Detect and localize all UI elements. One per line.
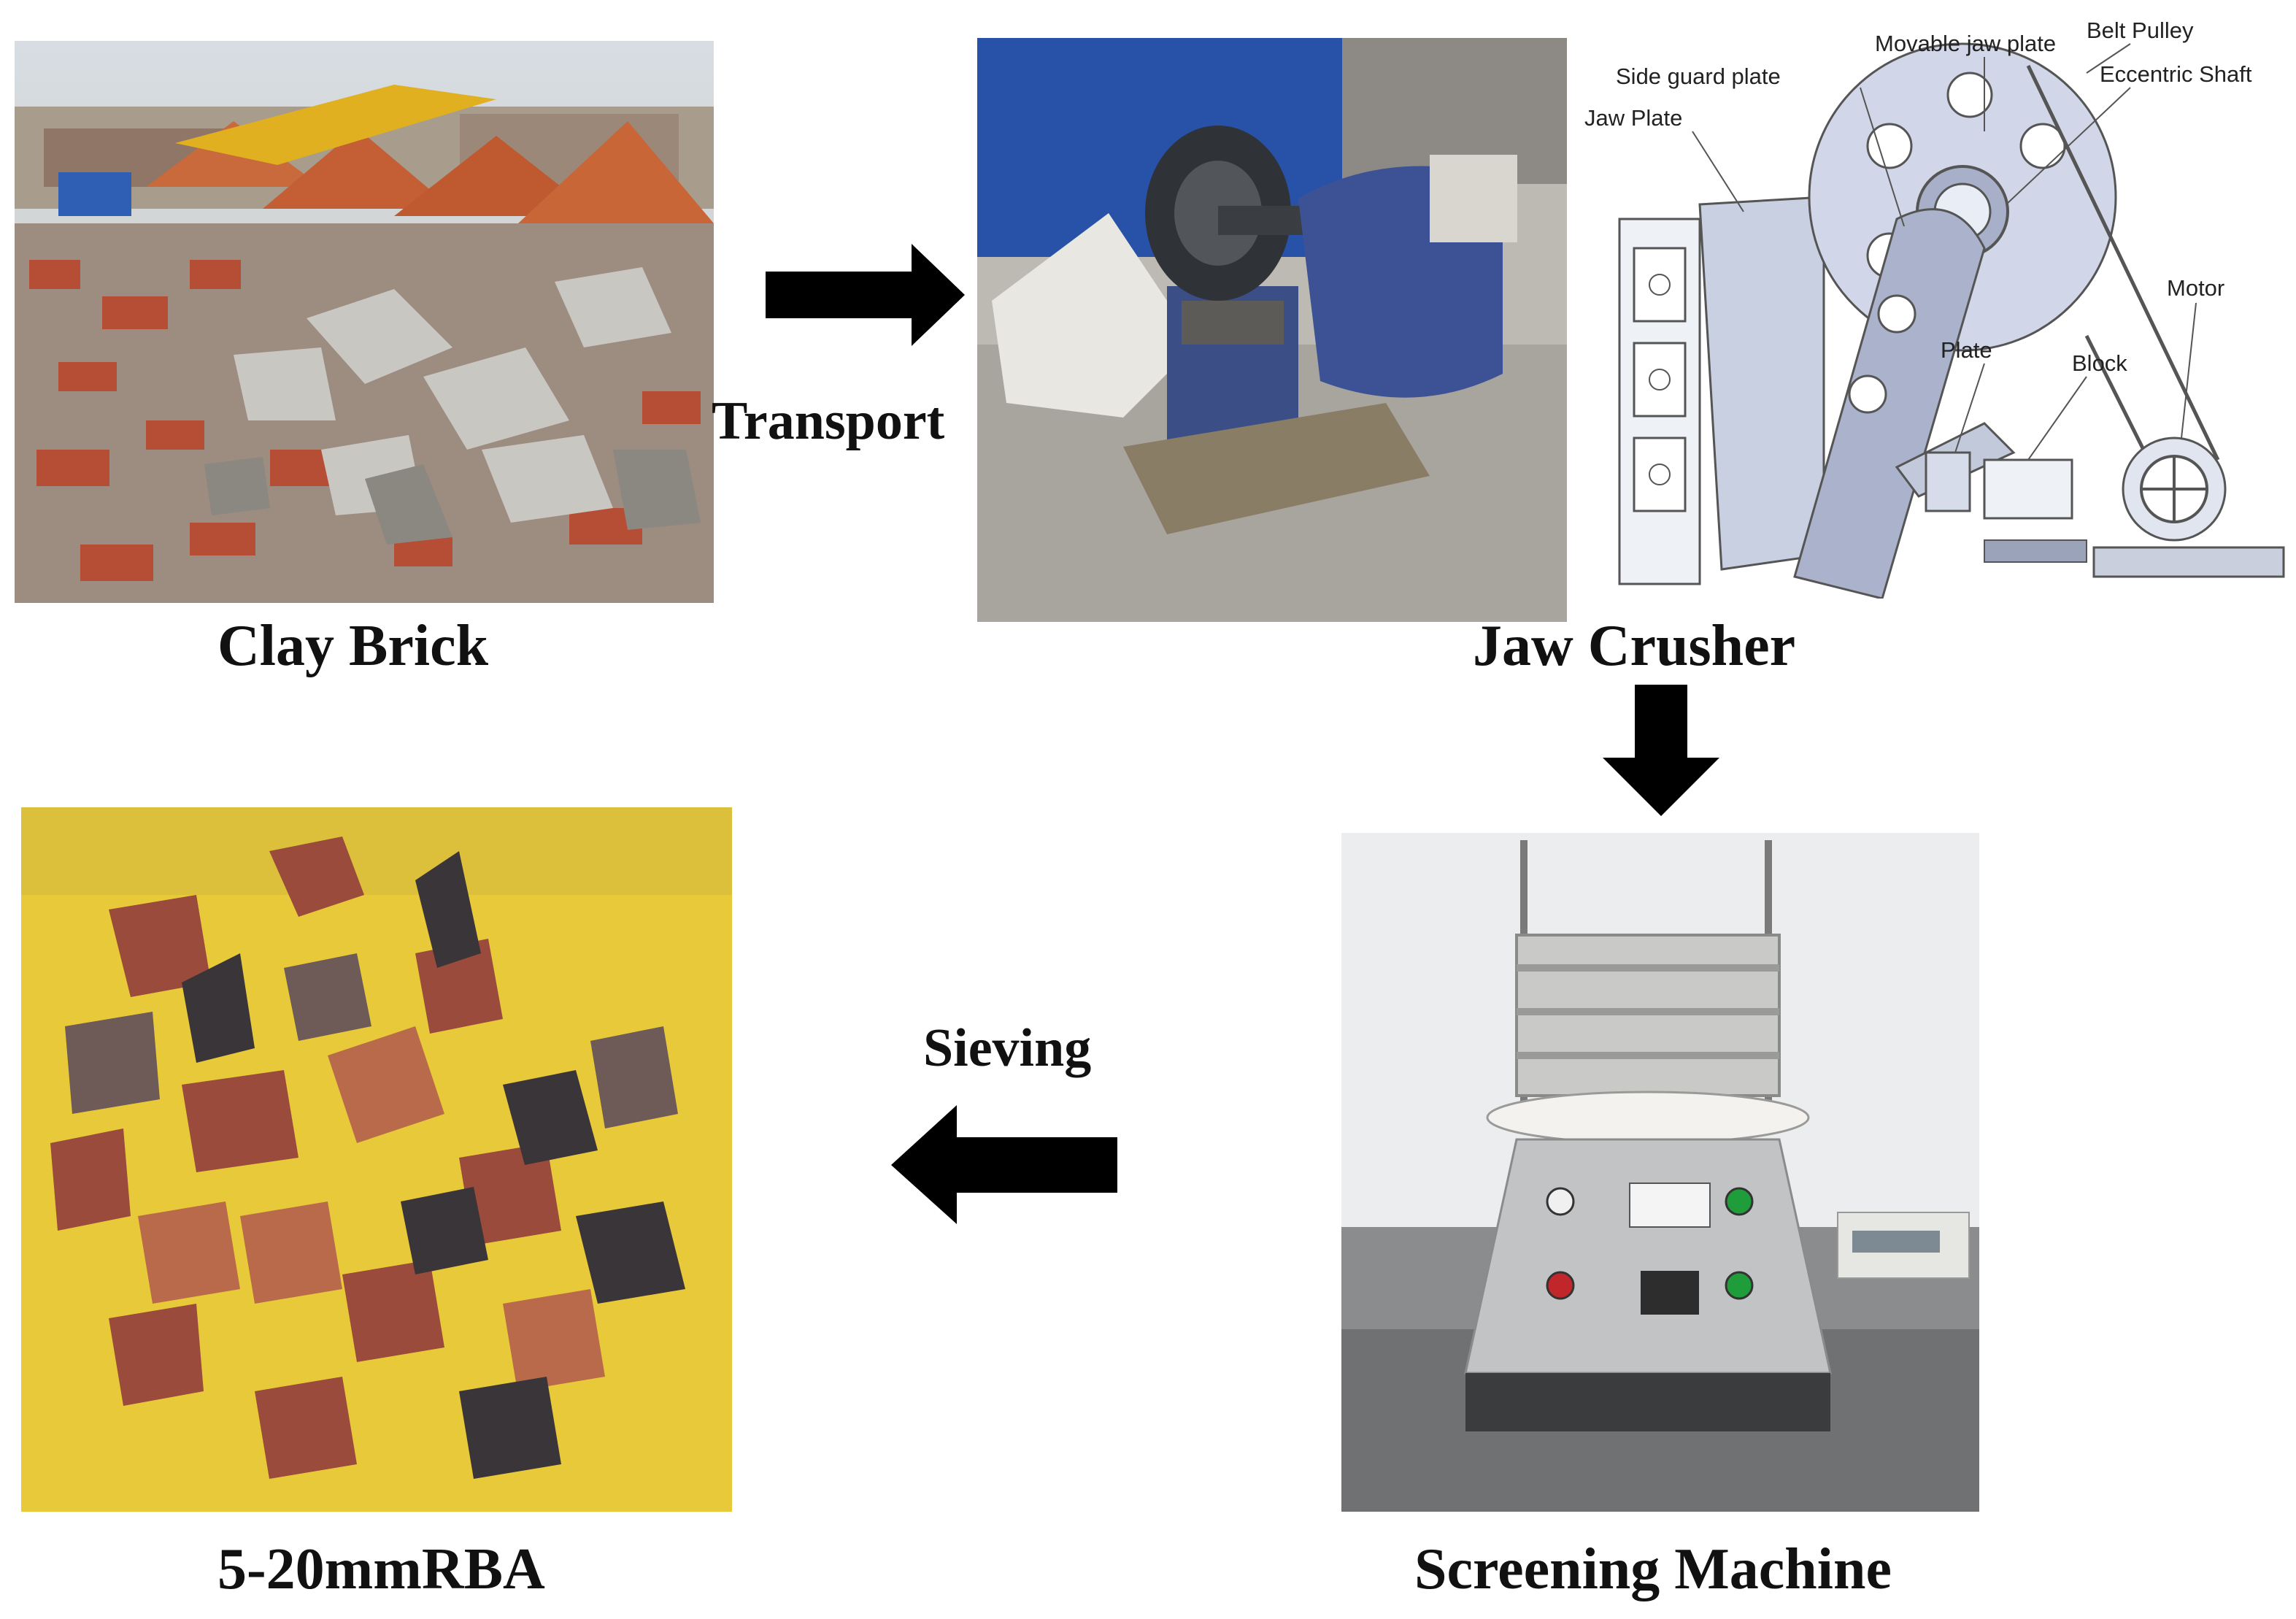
label-block: Block [2072,350,2127,376]
label-eccentric-shaft: Eccentric Shaft [2100,61,2252,87]
sieving-label: Sieving [923,1018,1092,1078]
jaw-crusher-photo [977,38,1567,622]
jaw-crusher-caption: Jaw Crusher [1473,614,1796,678]
label-jaw-plate: Jaw Plate [1584,105,1682,131]
down-arrow [1603,685,1719,816]
transport-label: Transport [712,391,945,451]
screening-machine-caption: Screening Machine [1414,1537,1892,1601]
label-motor: Motor [2167,275,2224,301]
label-side-guard-plate: Side guard plate [1616,64,1781,89]
label-movable-jaw-plate: Movable jaw plate [1875,31,2056,56]
rba-photo [21,807,732,1512]
clay-brick-caption: Clay Brick [217,614,489,678]
rba-caption: 5-20mmRBA [217,1537,545,1601]
jaw-crusher-schematic: Movable jaw plate Belt Pulley Side guard… [1576,15,2288,599]
transport-arrow [766,244,965,346]
clay-brick-photo [15,41,714,603]
sieving-arrow [891,1105,1117,1224]
label-plate: Plate [1941,337,1992,363]
screening-machine-photo [1341,833,1979,1512]
label-belt-pulley: Belt Pulley [2087,18,2194,43]
